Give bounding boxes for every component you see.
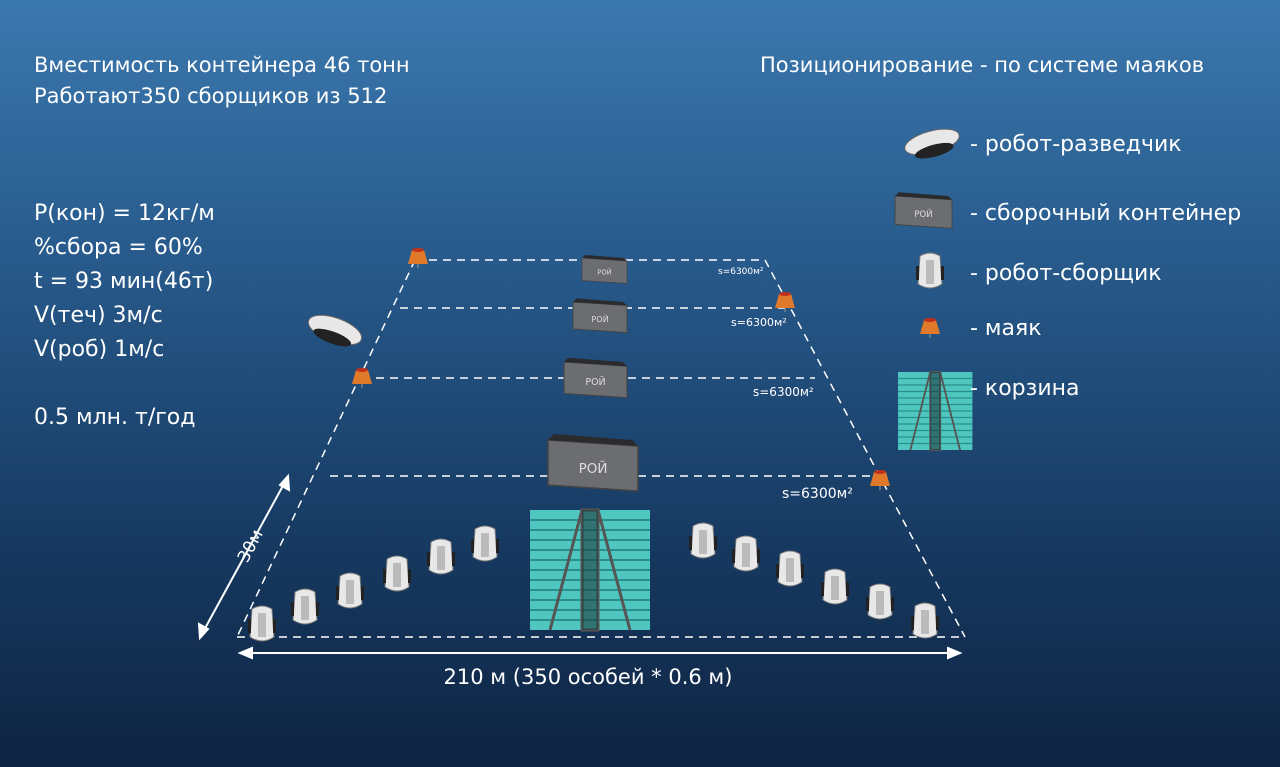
- width-arrow: [237, 646, 963, 660]
- collector-robot-icon: [470, 525, 500, 562]
- area-label: s=6300м²: [731, 316, 787, 329]
- beacon-icon: [774, 291, 796, 313]
- collector-robot-icon: [910, 602, 940, 639]
- legend-container: - сборочный контейнер: [970, 201, 1242, 226]
- legend-scout: - робот-разведчик: [970, 132, 1182, 157]
- param-p: P(кон) = 12кг/м: [34, 201, 215, 226]
- beacon-icon: [869, 469, 891, 491]
- param-yield: 0.5 млн. т/год: [34, 405, 196, 430]
- collector-robot-icon: [915, 252, 945, 289]
- width-label: 210 м (350 особей * 0.6 м): [444, 665, 733, 689]
- legend-collector: - робот-сборщик: [970, 261, 1162, 286]
- legend-beacon: - маяк: [970, 316, 1042, 341]
- param-vflow: V(теч) 3м/с: [34, 303, 163, 328]
- collector-robot-icon: [247, 605, 277, 642]
- collector-robot-icon: [382, 555, 412, 592]
- collector-robot-icon: [820, 568, 850, 605]
- collector-robot-icon: [775, 550, 805, 587]
- beacon-icon: [407, 247, 429, 269]
- param-time: t = 93 мин(46т): [34, 269, 214, 294]
- beacon-icon: [919, 317, 941, 339]
- beacon-icon: [351, 367, 373, 389]
- collector-robot-icon: [426, 538, 456, 575]
- container-icon: [563, 357, 628, 399]
- collector-robot-icon: [335, 572, 365, 609]
- param-vrob: V(роб) 1м/с: [34, 337, 165, 362]
- collector-robot-icon: [731, 535, 761, 572]
- container-icon: [894, 191, 953, 229]
- area-label: s=6300м²: [753, 385, 814, 399]
- container-icon: [581, 254, 628, 284]
- area-label: s=6300м²: [782, 486, 853, 502]
- area-label: s=6300м²: [718, 267, 764, 277]
- collector-robot-icon: [290, 588, 320, 625]
- param-collect: %сбора = 60%: [34, 235, 203, 260]
- area-labels: s=6300м² s=6300м² s=6300м² s=6300м²: [718, 267, 853, 502]
- legend-icons: [894, 128, 974, 451]
- header-left: Вместимость контейнера 46 тонн Работают3…: [34, 50, 410, 112]
- legend-basket: - корзина: [970, 376, 1080, 401]
- depth-arrow: [197, 473, 291, 641]
- container-icon: [572, 297, 628, 334]
- basket-icon: [528, 508, 652, 632]
- scout-robot-icon: [904, 128, 960, 159]
- depth-label: 30м: [234, 526, 268, 566]
- params-block: P(кон) = 12кг/м %сбора = 60% t = 93 мин(…: [34, 197, 215, 435]
- capacity-text: Вместимость контейнера 46 тонн: [34, 53, 410, 77]
- container-icon: [547, 433, 639, 492]
- collector-robot-icon: [688, 522, 718, 559]
- positioning-text: Позиционирование - по системе маяков: [760, 53, 1205, 77]
- basket-icon: [897, 371, 974, 451]
- collector-robot-icon: [865, 583, 895, 620]
- scout-robot-icon: [307, 314, 363, 347]
- workers-text: Работают350 сборщиков из 512: [34, 84, 388, 108]
